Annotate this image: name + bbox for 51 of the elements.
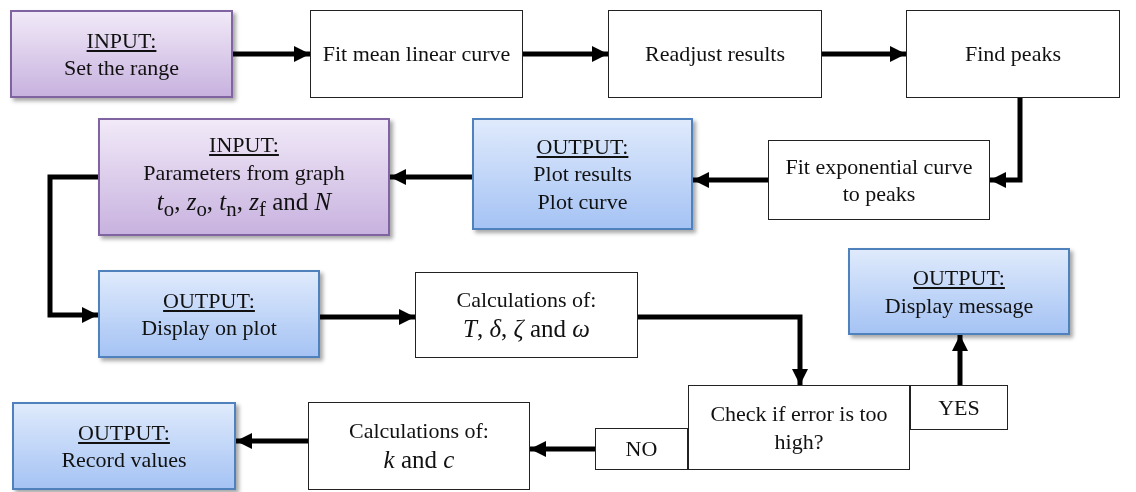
arrow — [990, 98, 1023, 188]
input-box — [10, 10, 233, 98]
process-box — [688, 385, 910, 470]
box-heading: OUTPUT: — [536, 132, 629, 161]
process-box — [906, 10, 1120, 98]
process-box — [310, 10, 523, 98]
box-text: YES — [938, 393, 980, 422]
box-text: Display message — [884, 291, 1034, 319]
box-heading: INPUT: — [86, 26, 157, 54]
box-text: Find peaks — [965, 40, 1061, 68]
box-heading: OUTPUT: — [913, 264, 1005, 292]
box-text: t$_{o}$, z$_{o}$, t$_{n}$, z$_{f}$ and N — [156, 187, 332, 223]
box-text: Calculations of: — [349, 416, 489, 445]
arrow — [638, 314, 808, 385]
output-box — [98, 270, 320, 358]
arrow — [236, 433, 308, 449]
output-box — [848, 248, 1070, 335]
arrow — [47, 174, 98, 323]
process-box — [595, 428, 688, 470]
output-box — [472, 118, 693, 230]
process-box — [768, 140, 990, 220]
box-text: Readjust results — [645, 40, 785, 68]
process-box — [415, 272, 638, 358]
process-box — [608, 10, 822, 98]
input-box — [98, 118, 390, 236]
box-text: k and c — [383, 445, 455, 476]
arrow — [822, 46, 906, 62]
arrow — [523, 46, 608, 62]
output-box — [12, 402, 236, 490]
box-text: Plot results Plot curve — [532, 160, 633, 216]
box-text: T, δ, ζ and ω — [463, 314, 590, 345]
arrow — [390, 169, 472, 185]
box-text: NO — [625, 435, 658, 463]
box-text: Record values — [61, 446, 187, 474]
arrow — [693, 172, 768, 188]
box-text: Fit mean linear curve — [322, 40, 511, 68]
box-text: Set the range — [64, 54, 179, 82]
arrow — [530, 441, 595, 457]
box-text: Calculations of: — [456, 285, 597, 314]
box-text: Parameters from graph — [143, 159, 345, 187]
box-text: Fit exponential curve to peaks — [784, 152, 974, 208]
box-text: Display on plot — [141, 314, 277, 342]
box-heading: OUTPUT: — [163, 286, 255, 314]
box-text: Check if error is too high? — [709, 400, 889, 455]
arrow — [233, 46, 310, 62]
box-heading: INPUT: — [209, 131, 279, 159]
process-box — [308, 402, 530, 490]
arrow — [952, 335, 968, 385]
arrow — [320, 309, 415, 325]
box-heading: OUTPUT: — [78, 418, 170, 446]
process-box — [910, 385, 1008, 430]
